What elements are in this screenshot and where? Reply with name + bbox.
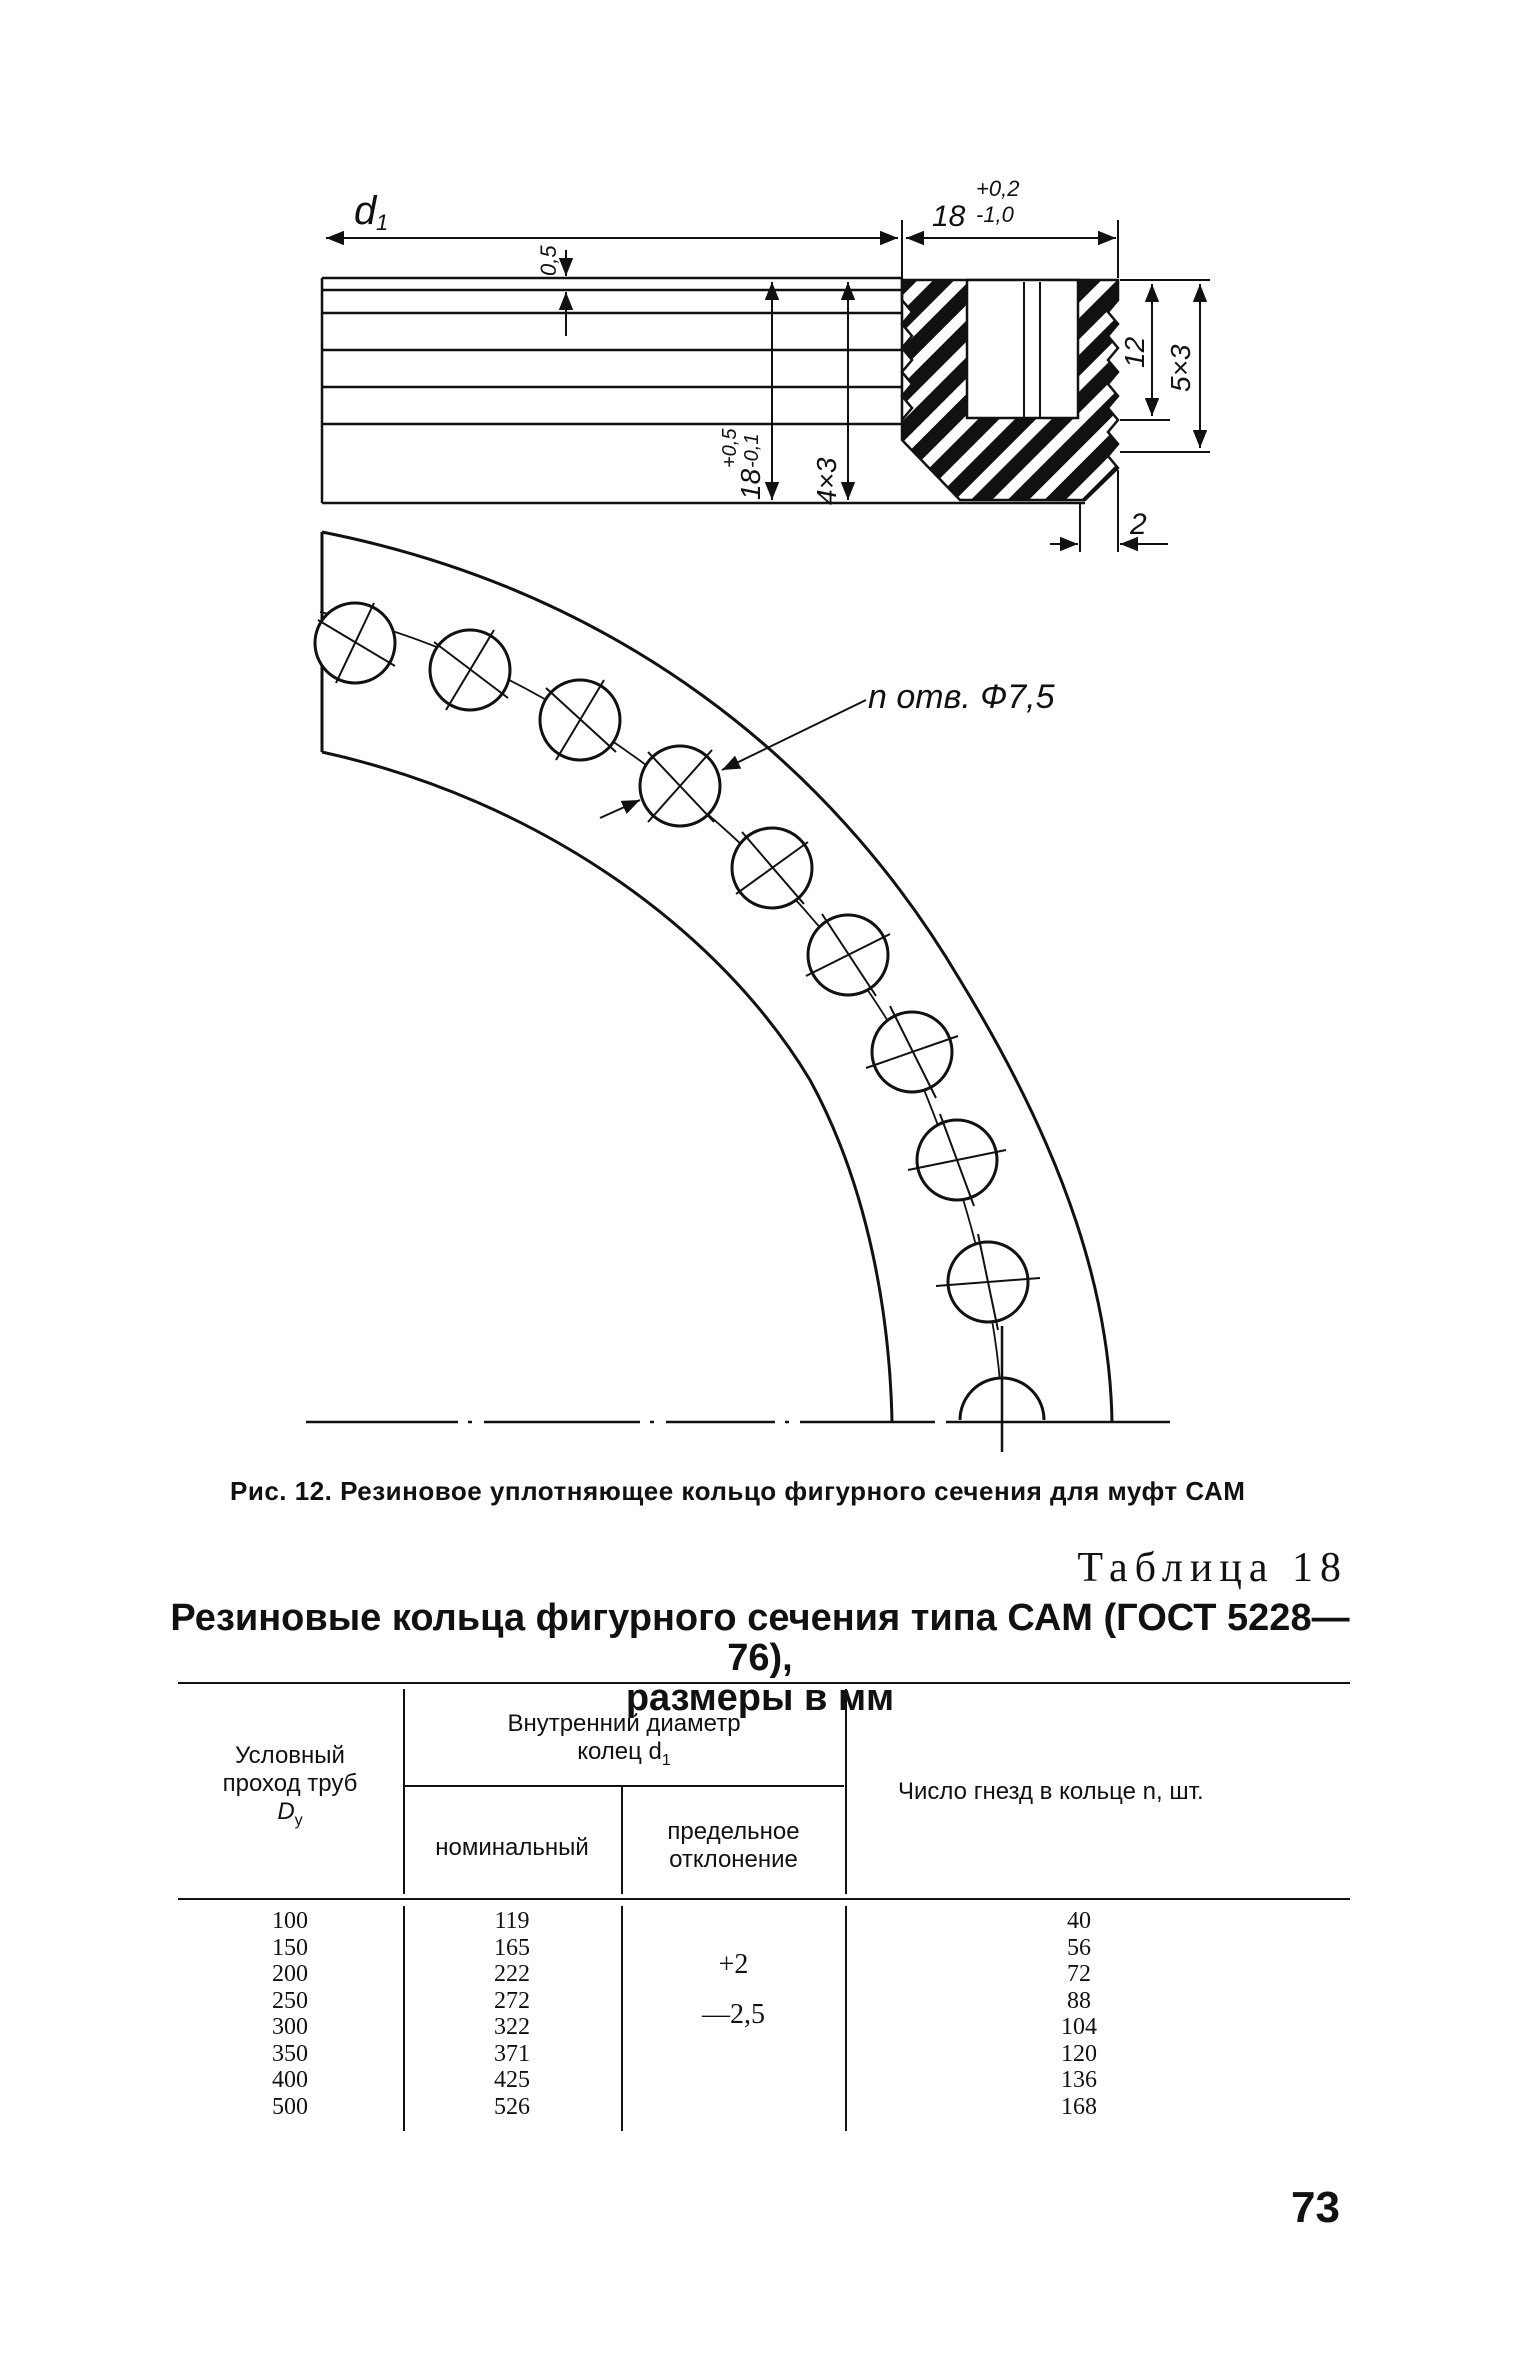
group-rule	[404, 1785, 844, 1787]
cell-dy: 100	[272, 1908, 308, 1934]
cell-dy: 150	[272, 1934, 308, 1961]
col-divider-3-body	[845, 1906, 847, 2131]
col-divider-2-body	[621, 1906, 623, 2131]
cell-count: 136	[1061, 2067, 1097, 2093]
bottom-centerline	[306, 1326, 1170, 1452]
cell-nominal: 222	[494, 1961, 530, 1987]
header-inner-diameter: Внутренний диаметр колец d1	[507, 1710, 741, 1769]
table-top-rule	[178, 1682, 1350, 1684]
seal-profile-hatched	[900, 278, 1120, 502]
dim-4x3-label: 4×3	[811, 457, 842, 505]
cell-nominal: 272	[494, 1987, 530, 2014]
table-number: Таблица 18	[1077, 1545, 1348, 1591]
hole-leader	[599, 699, 867, 819]
header-count: Число гнезд в кольце n, шт.	[898, 1778, 1204, 1805]
cell-dy: 350	[272, 2040, 308, 2067]
col-divider-1-body	[403, 1906, 405, 2131]
cell-nominal: 322	[494, 2014, 530, 2040]
cell-count: 56	[1067, 1934, 1091, 1961]
cell-dy: 200	[272, 1961, 308, 1987]
holes-label: n отв. Ф7,5	[868, 678, 1055, 716]
cell-nominal: 526	[494, 2093, 530, 2120]
cell-count: 72	[1067, 1961, 1091, 1987]
dim-12-label: 12	[1119, 336, 1150, 368]
cell-nominal: 119	[494, 1908, 530, 1934]
column-deviation: +2 —2,5	[623, 1940, 844, 2040]
hole-centerlines	[317, 602, 1041, 1331]
deviation-minus: —2,5	[702, 1999, 765, 2030]
cell-count: 88	[1067, 1987, 1091, 2014]
dim-d1-label: d	[354, 189, 378, 233]
dim-18-tol-lower: -0,1	[741, 434, 763, 468]
dim-5x3-label: 5×3	[1165, 344, 1196, 392]
cell-count: 120	[1061, 2040, 1097, 2067]
page-number: 73	[1291, 2183, 1340, 2232]
table-title-line1: Резиновые кольца фигурного сечения типа …	[170, 1597, 1350, 1679]
cell-count: 104	[1061, 2014, 1097, 2040]
dim-width-base: 18	[932, 200, 966, 233]
header-nominal: номинальный	[435, 1834, 589, 1861]
table-title: Резиновые кольца фигурного сечения типа …	[150, 1598, 1370, 1718]
header-dy: Условный проход труб Dy	[222, 1742, 358, 1829]
cell-nominal: 425	[494, 2067, 530, 2093]
holes	[313, 601, 1046, 1421]
cell-dy: 500	[272, 2093, 308, 2120]
figure-caption: Рис. 12. Резиновое уплотняющее кольцо фи…	[230, 1476, 1246, 1506]
col-divider-1	[403, 1689, 405, 1894]
cell-dy: 400	[272, 2067, 308, 2093]
col-divider-2-header	[621, 1787, 623, 1894]
table-title-line2: размеры в мм	[625, 1677, 895, 1719]
header-bottom-rule	[178, 1898, 1350, 1900]
ring-drawing: d 1 18 +0,2 -1,0 0,5 18 +0,5 -0,1 4×3 12…	[306, 176, 1210, 1452]
cell-count: 40	[1067, 1908, 1091, 1934]
col-divider-3-header	[845, 1689, 847, 1894]
dim-2-label: 2	[1129, 508, 1147, 541]
cell-nominal: 165	[494, 1934, 530, 1961]
section-view	[320, 276, 1085, 505]
dimension-lines	[326, 220, 1210, 552]
dim-18-tol-upper: +0,5	[719, 428, 741, 468]
cell-nominal: 371	[494, 2040, 530, 2067]
header-deviation: предельное отклонение	[667, 1818, 800, 1873]
dim-width-tol-upper: +0,2	[976, 176, 1019, 201]
dim-18-label: 18	[735, 468, 766, 500]
deviation-plus: +2	[718, 1949, 749, 1980]
dim-d1-sub: 1	[376, 210, 388, 235]
cell-count: 168	[1061, 2093, 1097, 2120]
cell-dy: 250	[272, 1987, 308, 2014]
dim-width-tol-lower: -1,0	[976, 202, 1015, 227]
dim-05-label: 0,5	[536, 245, 561, 276]
cell-dy: 300	[272, 2014, 308, 2040]
